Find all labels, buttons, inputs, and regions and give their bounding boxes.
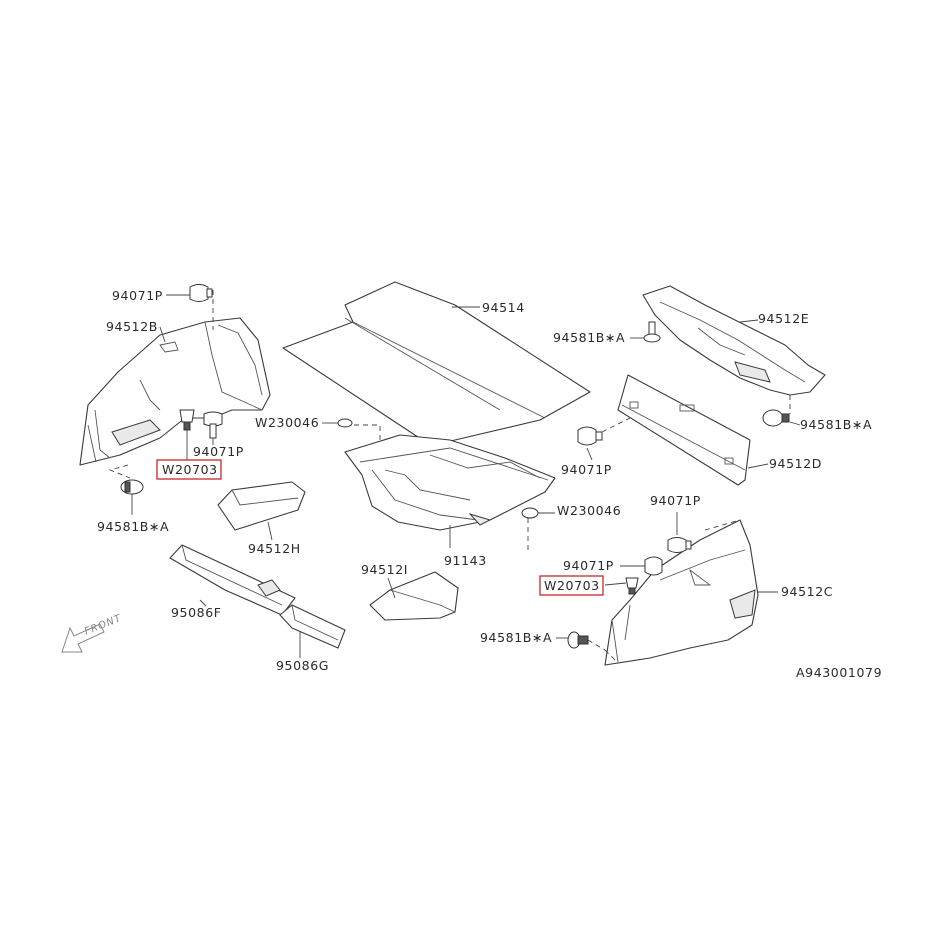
label-94071p-left[interactable]: 94071P — [193, 444, 244, 459]
clip-94071p-left-icon[interactable] — [203, 411, 223, 439]
part-94514-shape[interactable] — [282, 281, 591, 446]
clip-94071p-mid-right-icon[interactable] — [577, 426, 603, 446]
front-arrow-icon — [61, 623, 105, 653]
label-w230046-left[interactable]: W230046 — [255, 415, 319, 430]
clip-94071p-top-icon[interactable] — [189, 284, 213, 302]
label-94514[interactable]: 94514 — [482, 300, 525, 315]
leader-lines — [131, 294, 801, 658]
label-94071p-right-upper[interactable]: 94071P — [650, 493, 701, 508]
part-94512i-shape[interactable] — [369, 571, 459, 621]
clip-94071p-right-upper-icon[interactable] — [667, 537, 692, 553]
label-w230046-right[interactable]: W230046 — [557, 503, 621, 518]
clip-94581b-right-icon[interactable] — [762, 409, 790, 427]
clip-94071p-right-lower-icon[interactable] — [644, 556, 663, 576]
plug-w230046-left-icon[interactable] — [337, 418, 353, 428]
label-w20703-right[interactable]: W20703 — [544, 578, 600, 593]
part-labels: 94071P 94512B 94071P W20703 94581B∗A 945… — [97, 288, 882, 680]
front-label: FRONT — [83, 613, 123, 638]
label-95086f[interactable]: 95086F — [171, 605, 222, 620]
label-94581b-right[interactable]: 94581B∗A — [800, 417, 872, 432]
push-clip-94581b-left-icon[interactable] — [120, 479, 144, 495]
label-94512d[interactable]: 94512D — [769, 456, 822, 471]
label-94071p-mid-right[interactable]: 94071P — [561, 462, 612, 477]
label-94071p-right-lower[interactable]: 94071P — [563, 558, 614, 573]
part-95086g-shape[interactable] — [279, 604, 346, 649]
label-91143[interactable]: 91143 — [444, 553, 487, 568]
label-94512c[interactable]: 94512C — [781, 584, 833, 599]
label-w20703-left[interactable]: W20703 — [162, 462, 218, 477]
highlight-box-w20703-right — [539, 575, 604, 596]
label-94581b-left[interactable]: 94581B∗A — [97, 519, 169, 534]
label-94071p-top[interactable]: 94071P — [112, 288, 163, 303]
front-direction-indicator: FRONT — [61, 613, 123, 653]
label-95086g[interactable]: 95086G — [276, 658, 329, 673]
part-94512d-shape[interactable] — [617, 374, 751, 486]
part-94512c-shape[interactable] — [604, 519, 759, 666]
label-94581b-top-right[interactable]: 94581B∗A — [553, 330, 625, 345]
part-94512b-shape[interactable] — [79, 317, 271, 466]
label-94512h[interactable]: 94512H — [248, 541, 301, 556]
screw-94581b-top-right-icon[interactable] — [643, 321, 661, 343]
part-95086f-shape[interactable] — [169, 544, 296, 616]
part-91143-shape[interactable] — [344, 434, 556, 531]
clip-w20703-right-icon[interactable] — [625, 577, 639, 595]
label-94512i[interactable]: 94512I — [361, 562, 408, 577]
label-94581b-bottom-right[interactable]: 94581B∗A — [480, 630, 552, 645]
plug-w230046-right-icon[interactable] — [521, 507, 539, 519]
part-94512h-shape[interactable] — [217, 481, 306, 531]
highlight-box-w20703-left — [156, 459, 222, 480]
label-94512b[interactable]: 94512B — [106, 319, 158, 334]
diagram-id: A943001079 — [796, 665, 882, 680]
part-94512e-shape[interactable] — [642, 285, 826, 396]
label-94512e[interactable]: 94512E — [758, 311, 809, 326]
clip-w20703-left-icon[interactable] — [179, 409, 195, 431]
screw-94581b-bottom-right-icon[interactable] — [567, 631, 589, 649]
